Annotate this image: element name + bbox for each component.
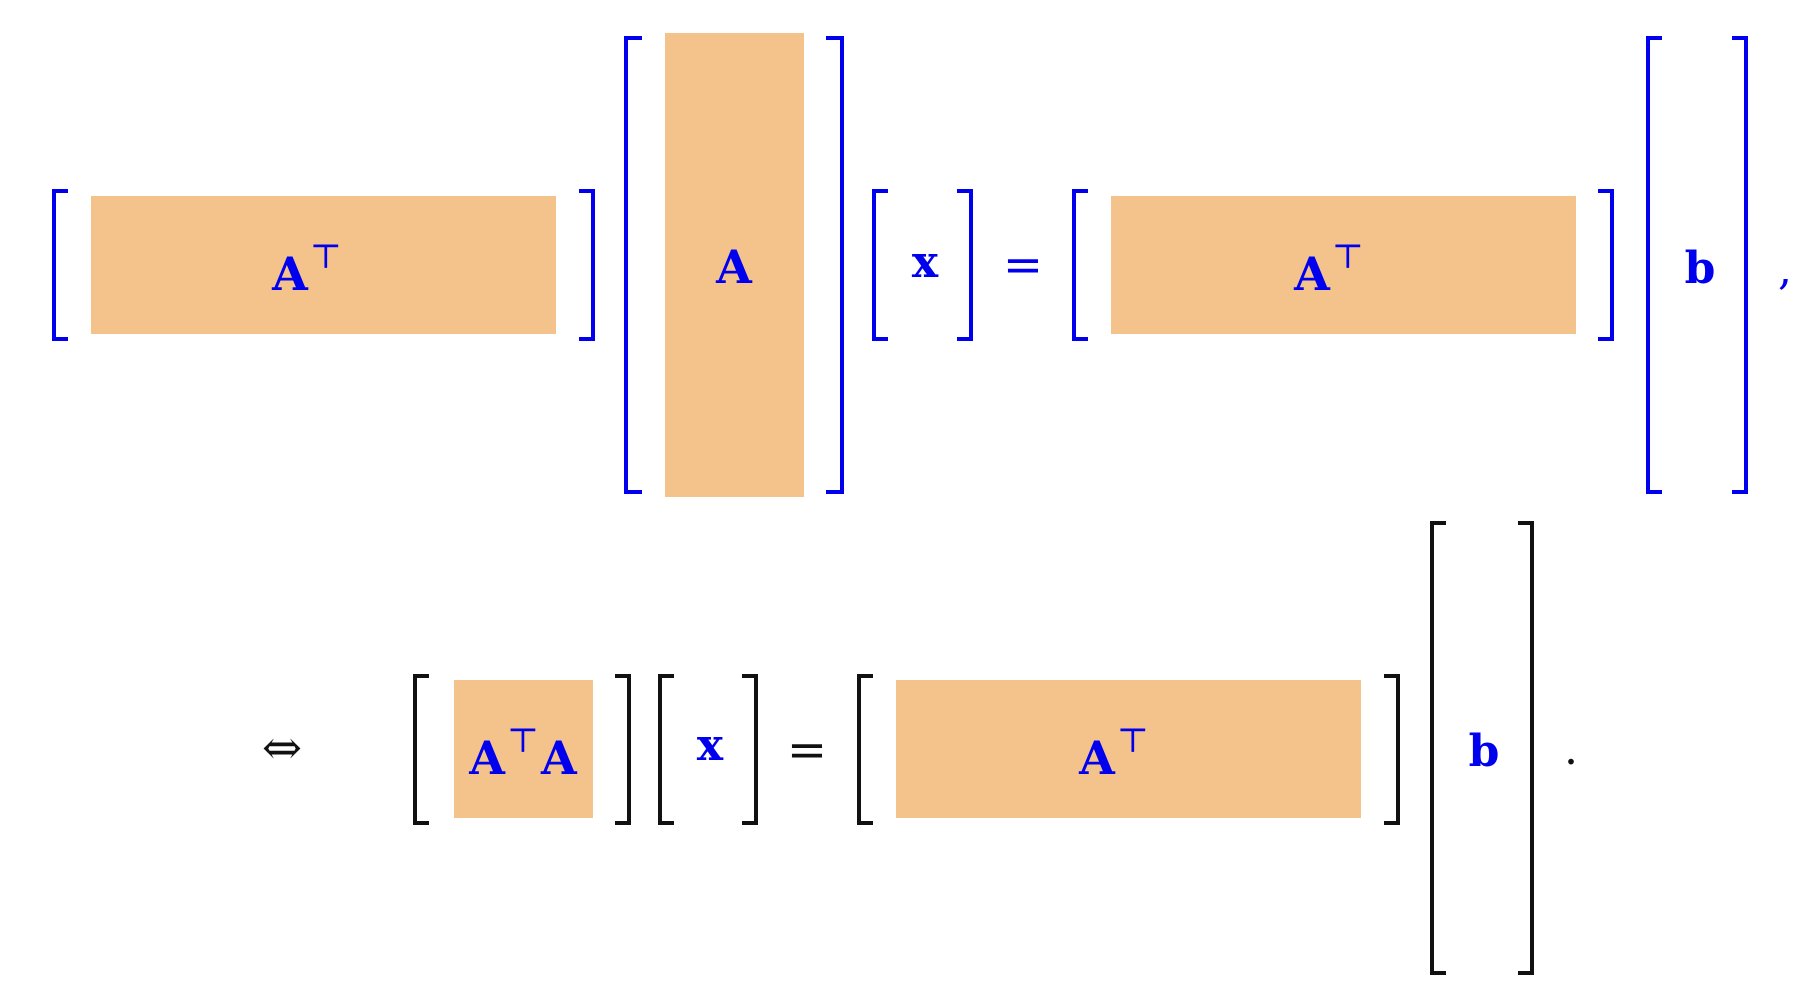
left-bracket [1430,521,1446,975]
transpose-matrix-block: A⊤ [857,674,1400,825]
vector-b-block: b [1430,521,1534,975]
right-bracket [1518,521,1534,975]
label-main: A [1078,731,1116,785]
matrix-fill [896,680,1361,818]
vector-x-block: x [872,189,973,341]
vector-label: x [912,237,939,288]
label-a: A [468,731,506,785]
line-1: A⊤ A x = A⊤ b [52,33,1792,497]
trailing-comma: , [1778,244,1792,295]
matrix-label: A⊤ [1078,721,1149,785]
transpose-matrix-block-left: A⊤ [52,189,595,341]
matrix-label: A⊤A [468,721,578,785]
equals-sign: = [1003,237,1043,293]
left-bracket [413,674,429,825]
matrix-fill [91,196,556,334]
vector-label: b [1469,726,1500,777]
left-bracket [1646,36,1662,494]
label-main: A [271,247,309,301]
iff-arrow: ⇔ [262,720,302,776]
matrix-fill [665,33,804,497]
right-bracket [615,674,631,825]
vector-label: x [697,720,724,771]
matrix-a-block: A [624,33,844,497]
trailing-period: . [1564,724,1578,775]
label-a-second: A [540,731,578,785]
right-bracket [1384,674,1400,825]
matrix-label: A⊤ [271,237,342,301]
left-bracket [52,189,68,341]
line-2: ⇔ A⊤A x = A⊤ b [262,521,1578,975]
matrix-fill [454,680,593,818]
right-bracket [742,674,758,825]
label-superscript: ⊤ [507,721,539,761]
right-bracket [1732,36,1748,494]
right-bracket [957,189,973,341]
left-bracket [658,674,674,825]
left-bracket [872,189,888,341]
right-bracket [579,189,595,341]
right-bracket [1598,189,1614,341]
left-bracket [624,36,642,494]
matrix-fill [1111,196,1576,334]
label-main: A [1293,247,1331,301]
left-bracket [857,674,873,825]
label-superscript: ⊤ [1117,721,1149,761]
gram-matrix-block: A⊤A [413,674,631,825]
right-bracket [826,36,844,494]
left-bracket [1072,189,1088,341]
vector-label: b [1685,243,1716,294]
label-superscript: ⊤ [1332,237,1364,277]
vector-b-block: b [1646,36,1748,494]
matrix-label: A⊤ [1293,237,1364,301]
matrix-label: A [715,240,753,294]
vector-x-block: x [658,674,758,825]
transpose-matrix-block-right: A⊤ [1072,189,1614,341]
label-superscript: ⊤ [310,237,342,277]
equals-sign: = [787,722,827,778]
